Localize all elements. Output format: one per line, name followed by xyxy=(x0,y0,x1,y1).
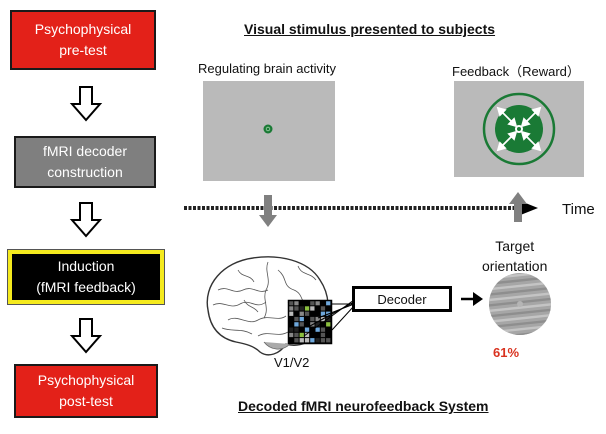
voxel-cell xyxy=(326,338,331,343)
timeline-dotted-line xyxy=(184,200,538,216)
voxel-cell xyxy=(320,311,326,316)
voxel-cell xyxy=(315,316,320,322)
voxel-cell xyxy=(326,332,331,338)
right-arrow-icon xyxy=(461,292,483,306)
voxel-cell xyxy=(294,311,299,316)
voxel-cell xyxy=(289,332,294,338)
target-orientation-label: Target orientation xyxy=(482,238,548,274)
voxel-cell xyxy=(299,322,304,327)
voxel-cell xyxy=(304,338,310,343)
time-label: Time xyxy=(562,201,595,218)
decoder-box: Decoder xyxy=(352,286,452,312)
voxel-cell xyxy=(299,332,304,338)
voxel-cell xyxy=(315,301,320,306)
voxel-cell xyxy=(315,306,320,311)
voxel-cell xyxy=(299,311,304,316)
voxel-to-decoder-lines xyxy=(303,299,355,337)
voxel-cell xyxy=(326,322,331,327)
voxel-cell xyxy=(294,338,299,343)
voxel-cell xyxy=(304,311,310,316)
stimulus-title: Visual stimulus presented to subjects xyxy=(244,21,496,37)
step-pretest-box: Psychophysical pre-test xyxy=(10,10,156,70)
voxel-cell xyxy=(289,301,294,306)
voxel-cell xyxy=(320,301,326,306)
voxel-cell xyxy=(299,327,304,332)
step-induction-box: Induction (fMRI feedback) xyxy=(7,249,165,305)
voxel-cell xyxy=(310,316,315,322)
step-decoder-construction-box: fMRI decoder construction xyxy=(14,136,156,188)
voxel-cell xyxy=(315,332,320,338)
down-arrow-icon xyxy=(69,86,103,122)
voxel-cell xyxy=(294,332,299,338)
voxel-cell xyxy=(294,327,299,332)
grating-stripe xyxy=(489,318,551,329)
voxel-cell xyxy=(289,316,294,322)
voxel-cell xyxy=(315,327,320,332)
voxel-cell xyxy=(304,306,310,311)
grating-stripe xyxy=(489,307,551,318)
voxel-cell xyxy=(289,327,294,332)
v1-v2-label: V1/V2 xyxy=(274,355,310,370)
voxel-cell xyxy=(315,322,320,327)
up-gray-arrow-icon xyxy=(509,192,527,222)
step-pretest-label: Psychophysical pre-test xyxy=(34,21,132,58)
voxel-cell xyxy=(315,338,320,343)
voxel-cell xyxy=(320,322,326,327)
step-induction-label: Induction (fMRI feedback) xyxy=(36,258,136,295)
voxel-cell xyxy=(320,338,326,343)
decoded-likelihood-percent: 61% xyxy=(493,345,520,360)
regulating-label: Regulating brain activity xyxy=(198,61,337,76)
voxel-cell xyxy=(299,306,304,311)
step-posttest-label: Psychophysical post-test xyxy=(37,372,135,409)
voxel-cell xyxy=(320,306,326,311)
voxel-cell xyxy=(310,332,315,338)
voxel-cell xyxy=(304,327,310,332)
fixation-dot-icon xyxy=(263,124,273,134)
decoder-label: Decoder xyxy=(377,291,427,307)
voxel-cell xyxy=(299,338,304,343)
grating-stripe xyxy=(489,275,551,286)
voxel-pattern xyxy=(287,299,333,345)
voxel-cell xyxy=(326,301,331,306)
voxel-cell xyxy=(294,316,299,322)
grating-stripe xyxy=(489,281,551,292)
down-arrow-icon xyxy=(69,318,103,354)
grating-stripe xyxy=(489,313,551,324)
step-decoder-construction-label: fMRI decoder construction xyxy=(42,143,128,180)
voxel-cell xyxy=(304,322,310,327)
voxel-cell xyxy=(326,327,331,332)
voxel-cell xyxy=(304,332,310,338)
system-title: Decoded fMRI neurofeedback System xyxy=(238,398,489,414)
voxel-cell xyxy=(320,327,326,332)
voxel-cell xyxy=(289,311,294,316)
voxel-cell xyxy=(310,311,315,316)
voxel-cell xyxy=(299,316,304,322)
voxel-cell xyxy=(304,316,310,322)
grating-stimulus xyxy=(489,273,551,335)
voxel-cell xyxy=(310,301,315,306)
voxel-cell xyxy=(294,322,299,327)
voxel-cell xyxy=(294,301,299,306)
grating-stripe xyxy=(489,291,551,302)
down-arrow-icon xyxy=(69,202,103,238)
voxel-cell xyxy=(310,338,315,343)
voxel-cell xyxy=(289,306,294,311)
voxel-cell xyxy=(326,306,331,311)
voxel-cell xyxy=(299,301,304,306)
voxel-cell xyxy=(304,301,310,306)
down-gray-arrow-icon xyxy=(259,195,277,227)
voxel-cell xyxy=(289,322,294,327)
voxel-cell xyxy=(315,311,320,316)
feedback-label: Feedback（Reward） xyxy=(452,64,580,79)
voxel-cell xyxy=(294,306,299,311)
grating-stripe xyxy=(489,286,551,297)
voxel-cell xyxy=(320,332,326,338)
voxel-cell xyxy=(310,306,315,311)
voxel-cell xyxy=(289,338,294,343)
step-posttest-box: Psychophysical post-test xyxy=(14,364,158,418)
reward-target-icon xyxy=(482,92,556,166)
grating-stripe xyxy=(489,302,551,313)
